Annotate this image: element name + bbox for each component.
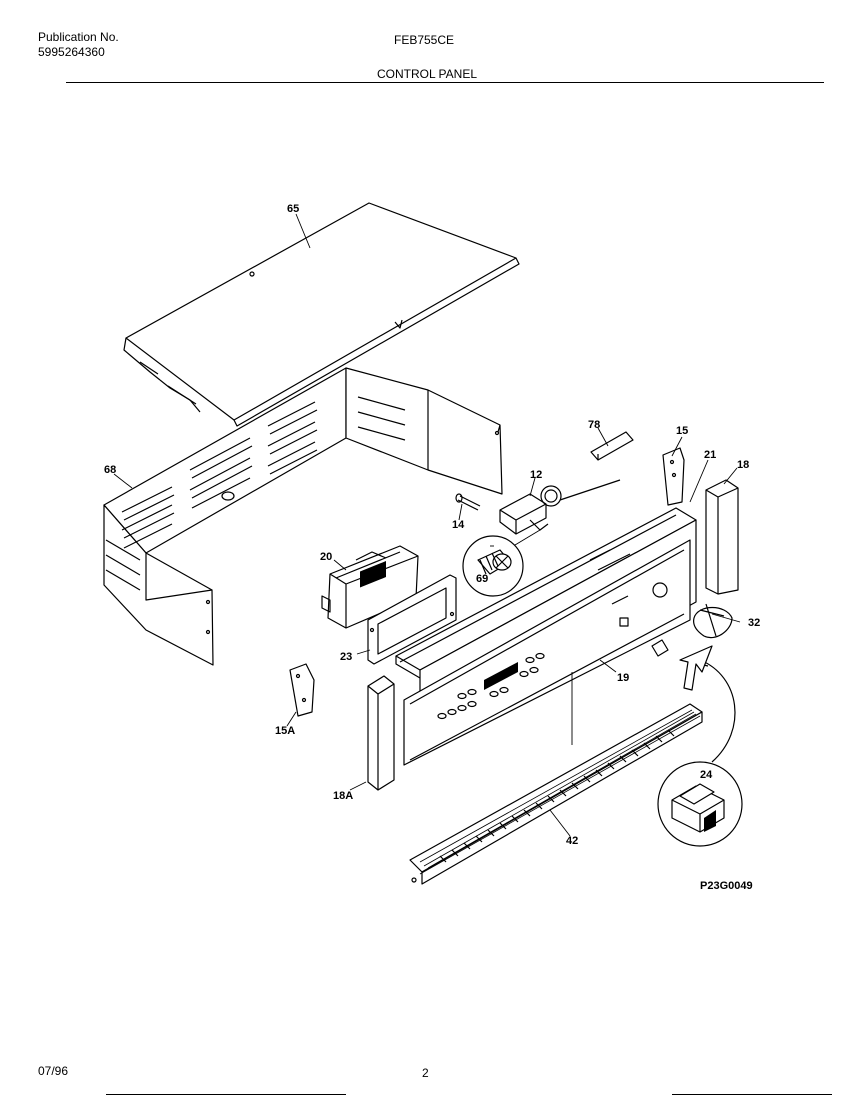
section-title: CONTROL PANEL: [377, 67, 478, 81]
label-15: 15: [676, 425, 688, 437]
label-23: 23: [340, 651, 352, 663]
window-frame-23: [367, 574, 457, 665]
label-69: 69: [476, 573, 488, 585]
label-78: 78: [588, 419, 600, 431]
rocker-switch-detail-24: [657, 645, 743, 847]
end-cap-18: [705, 479, 739, 595]
bracket-15: [662, 447, 685, 506]
model-number: FEB755CE: [394, 33, 455, 47]
housing-68: [103, 367, 503, 666]
screw-69: [462, 529, 541, 597]
leader-lines: [113, 213, 741, 837]
footer-rule-right: [672, 1094, 832, 1095]
end-cap-18a: [367, 675, 395, 791]
diagram-code: P23G0049: [700, 880, 753, 892]
label-24: 24: [700, 769, 713, 781]
label-68: 68: [104, 464, 116, 476]
top-cover-65: [123, 202, 520, 427]
page-number: 2: [422, 1066, 429, 1080]
label-14: 14: [452, 519, 465, 531]
label-21: 21: [704, 449, 716, 461]
panel-face-19: [403, 539, 691, 766]
label-42: 42: [566, 835, 578, 847]
label-12: 12: [530, 469, 542, 481]
label-15a: 15A: [275, 725, 295, 737]
bracket-15a: [289, 663, 315, 717]
label-19: 19: [617, 672, 629, 684]
part-labels: 65 68 78 15 21 18 12 14 69 20 32 23 19 1…: [104, 203, 760, 847]
switch-small: [651, 639, 669, 657]
label-65: 65: [287, 203, 299, 215]
label-18: 18: [737, 459, 749, 471]
screw-14: [455, 493, 481, 511]
label-18a: 18A: [333, 790, 353, 802]
header-rule: [66, 82, 824, 83]
footer-date: 07/96: [38, 1064, 69, 1078]
vent-grille-42: [409, 703, 703, 885]
knob-32: [693, 603, 733, 639]
indicator-78: [590, 431, 634, 461]
label-20: 20: [320, 551, 332, 563]
footer-rule-left: [106, 1094, 346, 1095]
publication-number: 5995264360: [38, 45, 105, 59]
thermostat-12: [499, 479, 621, 535]
publication-label: Publication No.: [38, 30, 119, 44]
label-32: 32: [748, 617, 760, 629]
